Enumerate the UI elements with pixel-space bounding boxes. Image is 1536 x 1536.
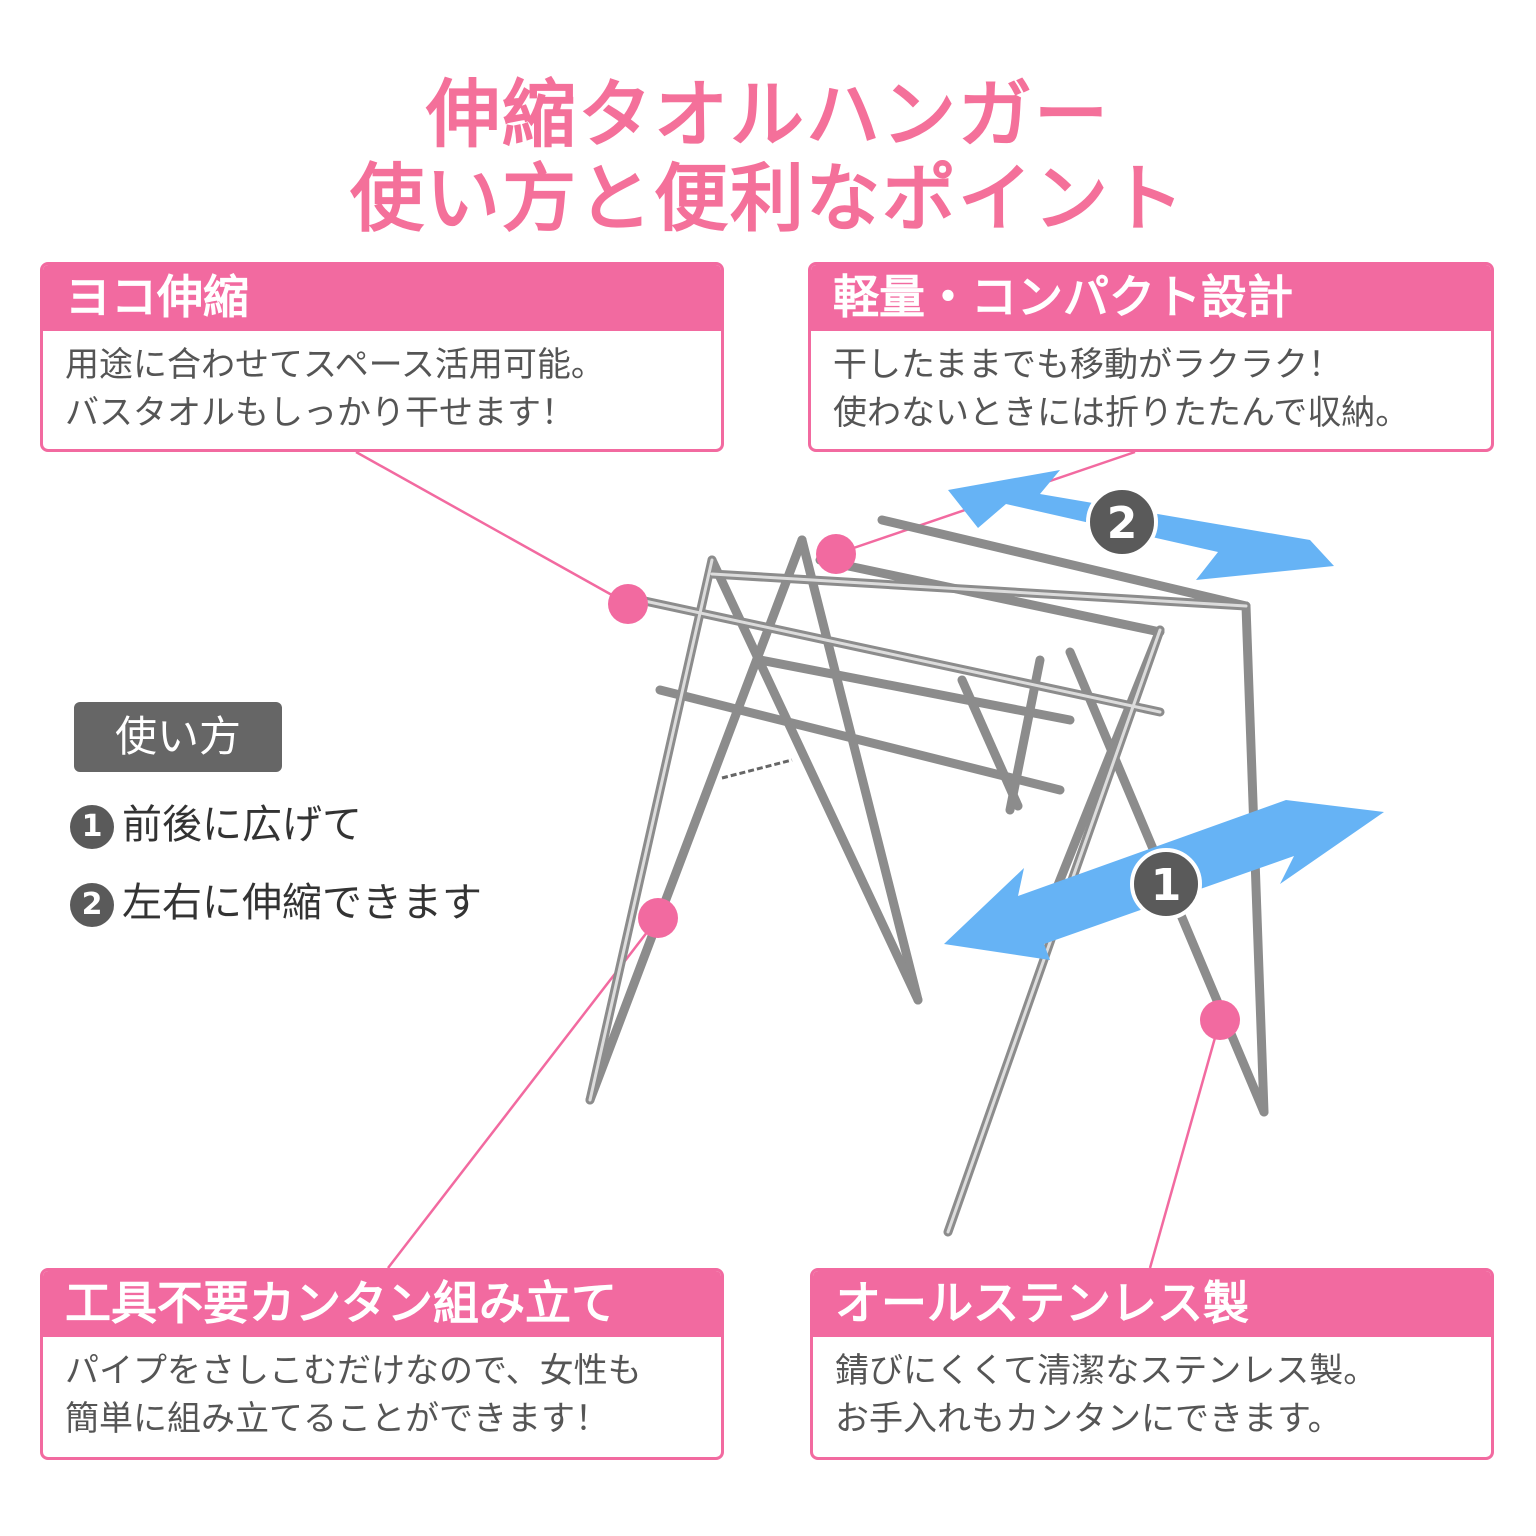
feature-card-lightweight: 軽量・コンパクト設計 干したままでも移動がラクラク！ 使わないときには折りたたん… — [808, 262, 1494, 452]
step-number-badge: 2 — [70, 883, 114, 927]
step-text: 左右に伸縮できます — [122, 880, 482, 926]
card-text-line: お手入れもカンタンにできます。 — [835, 1399, 1342, 1439]
callout-line-bottom-right — [1148, 1019, 1222, 1269]
card-text-line: 簡単に組み立てることができます！ — [65, 1399, 609, 1439]
feature-card-tool-free-assembly: 工具不要カンタン組み立て パイプをさしこむだけなので、女性も 簡単に組み立てるこ… — [40, 1268, 724, 1460]
card-text-line: 干したままでも移動がラクラク！ — [833, 345, 1342, 385]
callout-dot-bottom-left — [638, 898, 678, 938]
step-text: 前後に広げて — [122, 802, 362, 848]
card-heading: 軽量・コンパクト設計 — [811, 265, 1491, 331]
callout-line-top-left — [355, 450, 629, 606]
usage-badge: 使い方 — [74, 702, 282, 772]
step-number-badge: 1 — [70, 805, 114, 849]
card-text-line: バスタオルもしっかり干せます！ — [65, 393, 575, 433]
card-heading: ヨコ伸縮 — [43, 265, 721, 331]
card-text-line: パイプをさしこむだけなので、女性も — [65, 1351, 642, 1391]
arrow-1-icon: 1 — [944, 800, 1384, 960]
page-title-line2: 使い方と便利なポイント — [350, 156, 1186, 242]
feature-card-yoko-shinshuku: ヨコ伸縮 用途に合わせてスペース活用可能。 バスタオルもしっかり干せます！ — [40, 262, 724, 452]
chain-left — [721, 758, 793, 780]
page-title-line1: 伸縮タオルハンガー — [426, 72, 1110, 158]
card-heading: 工具不要カンタン組み立て — [43, 1271, 721, 1337]
card-text-line: 錆びにくくて清潔なステンレス製。 — [835, 1351, 1378, 1391]
card-heading: オールステンレス製 — [813, 1271, 1491, 1337]
callout-dot-top-right — [816, 534, 856, 574]
card-text-line: 用途に合わせてスペース活用可能。 — [65, 345, 605, 385]
callout-dot-bottom-right — [1200, 1000, 1240, 1040]
arrow-2-icon: 2 — [948, 470, 1334, 580]
feature-card-stainless: オールステンレス製 錆びにくくて清潔なステンレス製。 お手入れもカンタンにできま… — [810, 1268, 1494, 1460]
arrow-2-label: 2 — [1107, 498, 1138, 549]
card-text-line: 使わないときには折りたたんで収納。 — [833, 393, 1410, 433]
arrow-1-label: 1 — [1151, 860, 1182, 911]
callout-line-bottom-left — [387, 917, 659, 1269]
callout-dot-top-left — [608, 584, 648, 624]
